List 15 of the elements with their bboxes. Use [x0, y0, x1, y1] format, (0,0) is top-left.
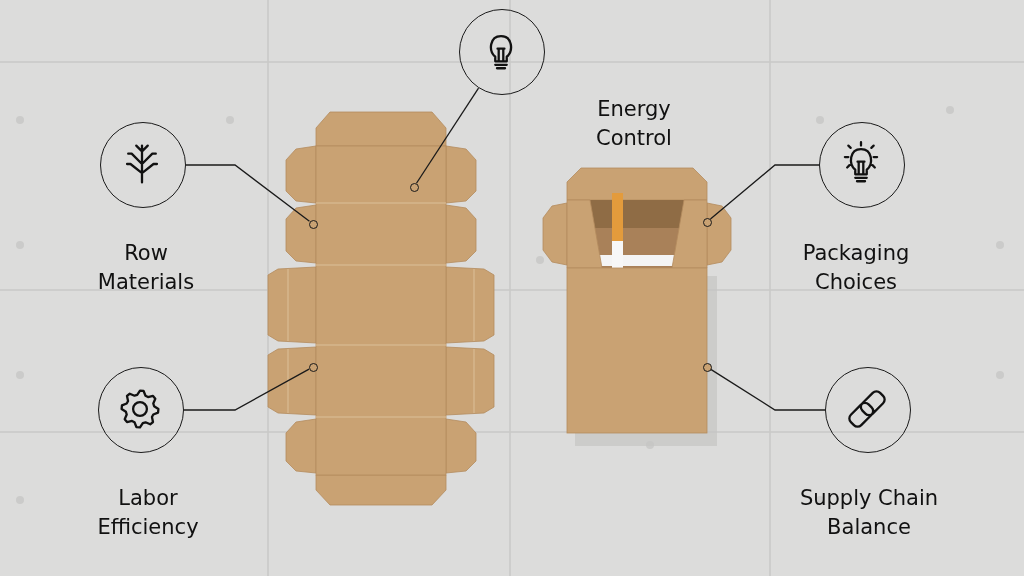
leader-line — [709, 164, 820, 220]
node-label: Supply Chain Balance — [798, 485, 940, 541]
node-label: Packaging Choices — [801, 240, 911, 296]
leader-dot — [308, 219, 318, 229]
leader-dot — [409, 182, 419, 192]
leader-dot — [702, 217, 712, 227]
leader-line — [185, 164, 311, 222]
node-label: Labor Efficiency — [96, 485, 200, 541]
leader-line — [415, 87, 480, 184]
leader-line — [710, 368, 826, 411]
leader-dot — [702, 362, 712, 372]
leader-line — [183, 368, 310, 411]
node-label: Row Materials — [96, 240, 196, 296]
leader-dot — [308, 362, 318, 372]
node-label: Energy Control — [595, 96, 673, 152]
